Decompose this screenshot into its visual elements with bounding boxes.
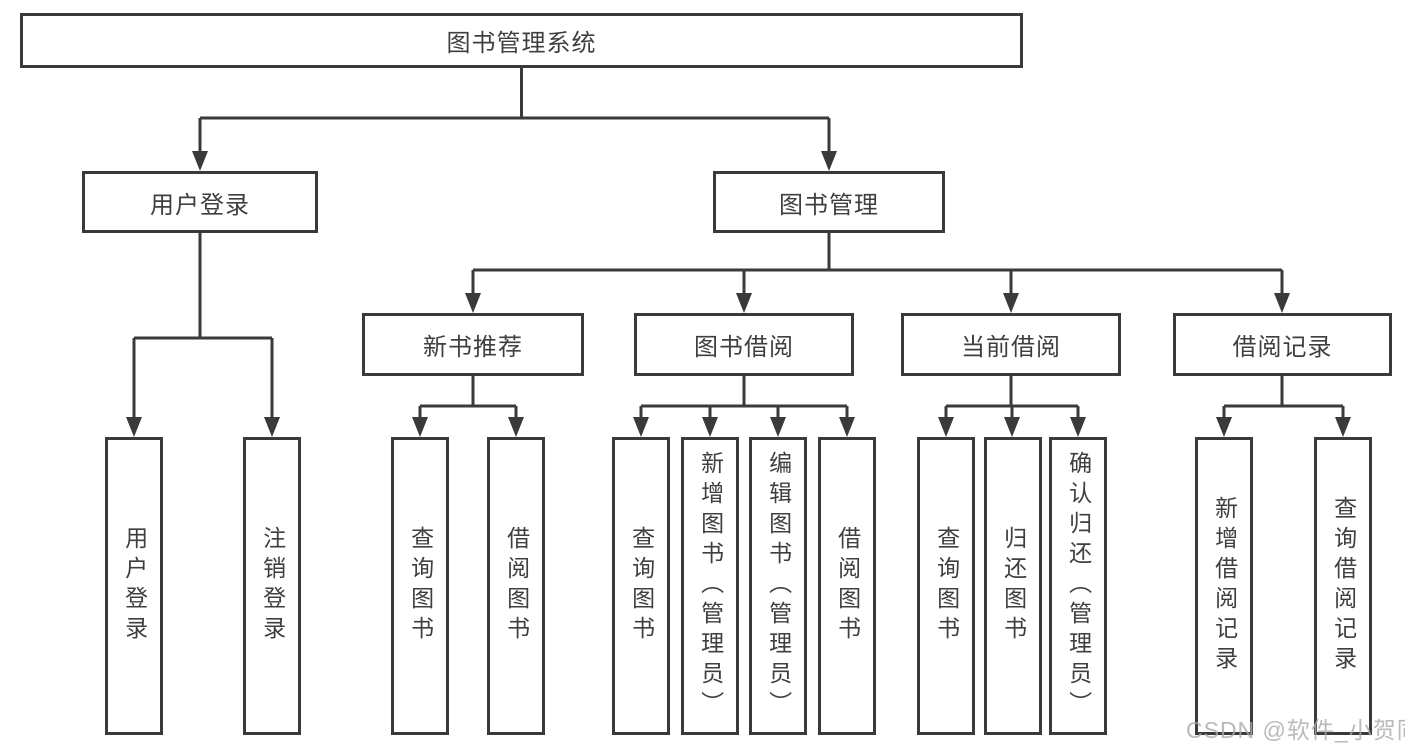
node-leaf-confirm-return-admin: 确认归还（管理员） — [1049, 437, 1107, 735]
node-leaf-add-books-admin: 新增图书（管理员） — [681, 437, 739, 735]
node-leaf-edit-books-admin: 编辑图书（管理员） — [749, 437, 807, 735]
node-book-management: 图书管理 — [713, 171, 945, 233]
node-borrowing-records: 借阅记录 — [1173, 313, 1392, 376]
node-leaf-logout: 注销登录 — [243, 437, 301, 735]
leaf-label: 查询图书 — [628, 526, 655, 646]
node-new-book-recommend: 新书推荐 — [362, 313, 584, 376]
leaf-label: 借阅图书 — [503, 526, 530, 646]
leaf-label: 借阅图书 — [834, 526, 861, 646]
csdn-watermark: CSDN @软件_小贺同学 — [1186, 717, 1405, 743]
node-leaf-recommend-query-books: 查询图书 — [391, 437, 449, 735]
leaf-label: 编辑图书（管理员） — [765, 451, 792, 721]
leaf-label: 查询图书 — [407, 526, 434, 646]
node-leaf-current-query-books: 查询图书 — [917, 437, 975, 735]
node-current-borrowing: 当前借阅 — [901, 313, 1121, 376]
leaf-label: 查询借阅记录 — [1330, 496, 1357, 676]
node-root-system: 图书管理系统 — [20, 13, 1023, 68]
node-leaf-recommend-borrow-books: 借阅图书 — [487, 437, 545, 735]
node-leaf-borrow-books: 借阅图书 — [818, 437, 876, 735]
leaf-label: 确认归还（管理员） — [1065, 451, 1092, 721]
leaf-label: 查询图书 — [933, 526, 960, 646]
leaf-label: 新增图书（管理员） — [697, 451, 724, 721]
leaf-label: 新增借阅记录 — [1211, 496, 1238, 676]
node-leaf-user-login: 用户登录 — [105, 437, 163, 735]
leaf-label: 注销登录 — [259, 526, 286, 646]
node-leaf-query-borrow-record: 查询借阅记录 — [1314, 437, 1372, 735]
leaf-label: 归还图书 — [1000, 526, 1027, 646]
node-leaf-borrowing-query-books: 查询图书 — [612, 437, 670, 735]
node-book-borrowing: 图书借阅 — [634, 313, 854, 376]
node-leaf-return-books: 归还图书 — [984, 437, 1042, 735]
leaf-label: 用户登录 — [121, 526, 148, 646]
node-leaf-add-borrow-record: 新增借阅记录 — [1195, 437, 1253, 735]
node-user-login: 用户登录 — [82, 171, 318, 233]
